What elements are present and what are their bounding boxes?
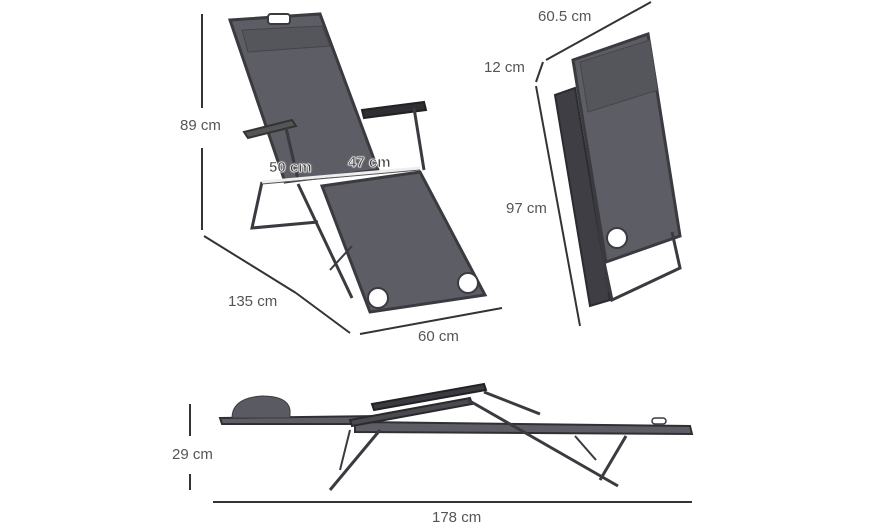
- flat-length-label: 178 cm: [432, 509, 482, 526]
- open-chair-dimension-lines: [201, 14, 503, 335]
- folded-length-label: 97 cm: [506, 200, 547, 217]
- flat-view-dimension-lines: [189, 404, 692, 503]
- flat-height-label: 29 cm: [172, 446, 213, 463]
- folded-width-label: 60.5 cm: [538, 8, 592, 25]
- folded-chair: [553, 31, 682, 308]
- folded-thickness-label: 12 cm: [484, 59, 525, 76]
- open-chair-height-label: 89 cm: [180, 117, 221, 134]
- folded-chair-dimension-lines: [535, 1, 652, 327]
- open-chair: [227, 12, 488, 314]
- open-chair-width-label: 60 cm: [418, 328, 459, 345]
- open-chair-depth-label: 135 cm: [228, 293, 278, 310]
- seat-depth-label: 50 cm: [269, 159, 312, 176]
- flat-lounger: [218, 382, 694, 491]
- seat-width-label: 47 cm: [348, 154, 391, 171]
